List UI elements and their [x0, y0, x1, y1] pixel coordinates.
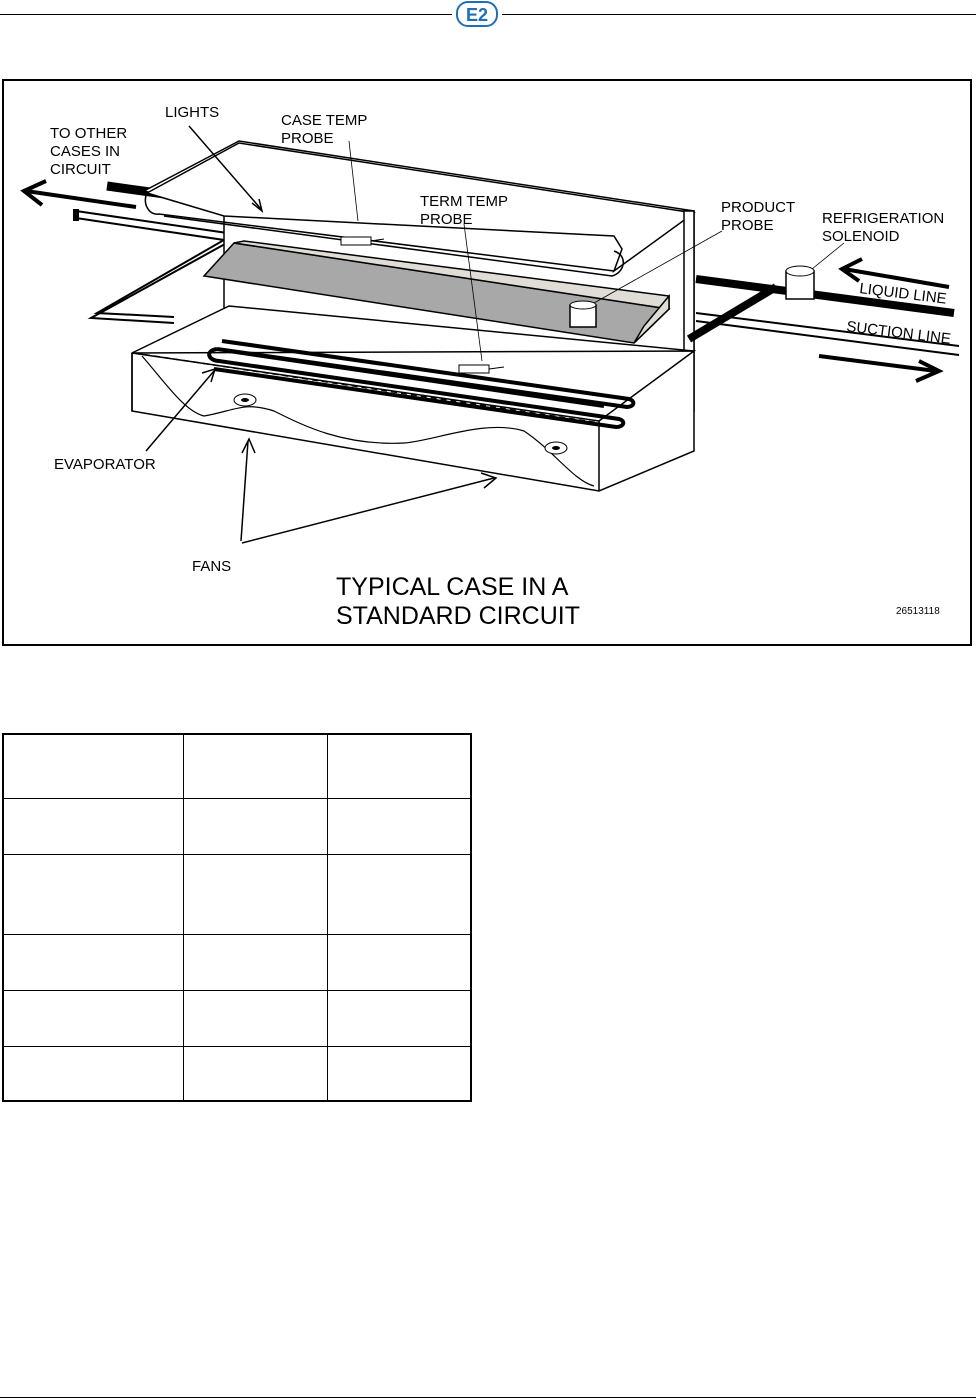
label-evaporator: EVAPORATOR [54, 456, 156, 473]
label-fans: FANS [192, 558, 231, 575]
label-case-temp: CASE TEMP [281, 112, 367, 129]
fan-right-icon [545, 442, 567, 454]
case-temp-probe [341, 237, 371, 245]
e2-logo: E2 [452, 0, 502, 30]
label-case-temp-2: PROBE [281, 130, 334, 147]
label-product-2: PROBE [721, 217, 774, 234]
table-row-divider [4, 934, 470, 935]
caption-line-2: STANDARD CIRCUIT [336, 602, 580, 630]
label-lights: LIGHTS [165, 104, 219, 121]
label-to-other-2: CASES IN [50, 143, 120, 160]
empty-table [2, 733, 472, 1102]
label-solenoid: SOLENOID [822, 228, 900, 245]
label-refrigeration: REFRIGERATION [822, 210, 944, 227]
liquid-line-arrow [842, 259, 949, 287]
label-term-temp: TERM TEMP [420, 193, 508, 210]
svg-text:E2: E2 [466, 5, 488, 25]
product-probe [570, 301, 596, 327]
label-product: PRODUCT [721, 199, 795, 216]
label-to-other: TO OTHER [50, 125, 127, 142]
refrigeration-solenoid [786, 266, 814, 299]
fan-left-icon [234, 394, 256, 406]
table-row-divider [4, 798, 470, 799]
table-row-divider [4, 990, 470, 991]
footer-rule [0, 1397, 976, 1398]
term-temp-probe [459, 365, 489, 373]
label-to-other-3: CIRCUIT [50, 161, 111, 178]
case-diagram: TO OTHER CASES IN CIRCUIT LIGHTS CASE TE… [2, 79, 972, 646]
case-side [684, 211, 694, 366]
suction-pipe-left [74, 210, 234, 323]
table-row-divider [4, 854, 470, 855]
label-term-temp-2: PROBE [420, 211, 473, 228]
suction-line-arrow [819, 356, 939, 381]
table-row-divider [4, 1046, 470, 1047]
figure-number: 26513118 [896, 606, 940, 617]
caption-line-1: TYPICAL CASE IN A [336, 573, 569, 601]
